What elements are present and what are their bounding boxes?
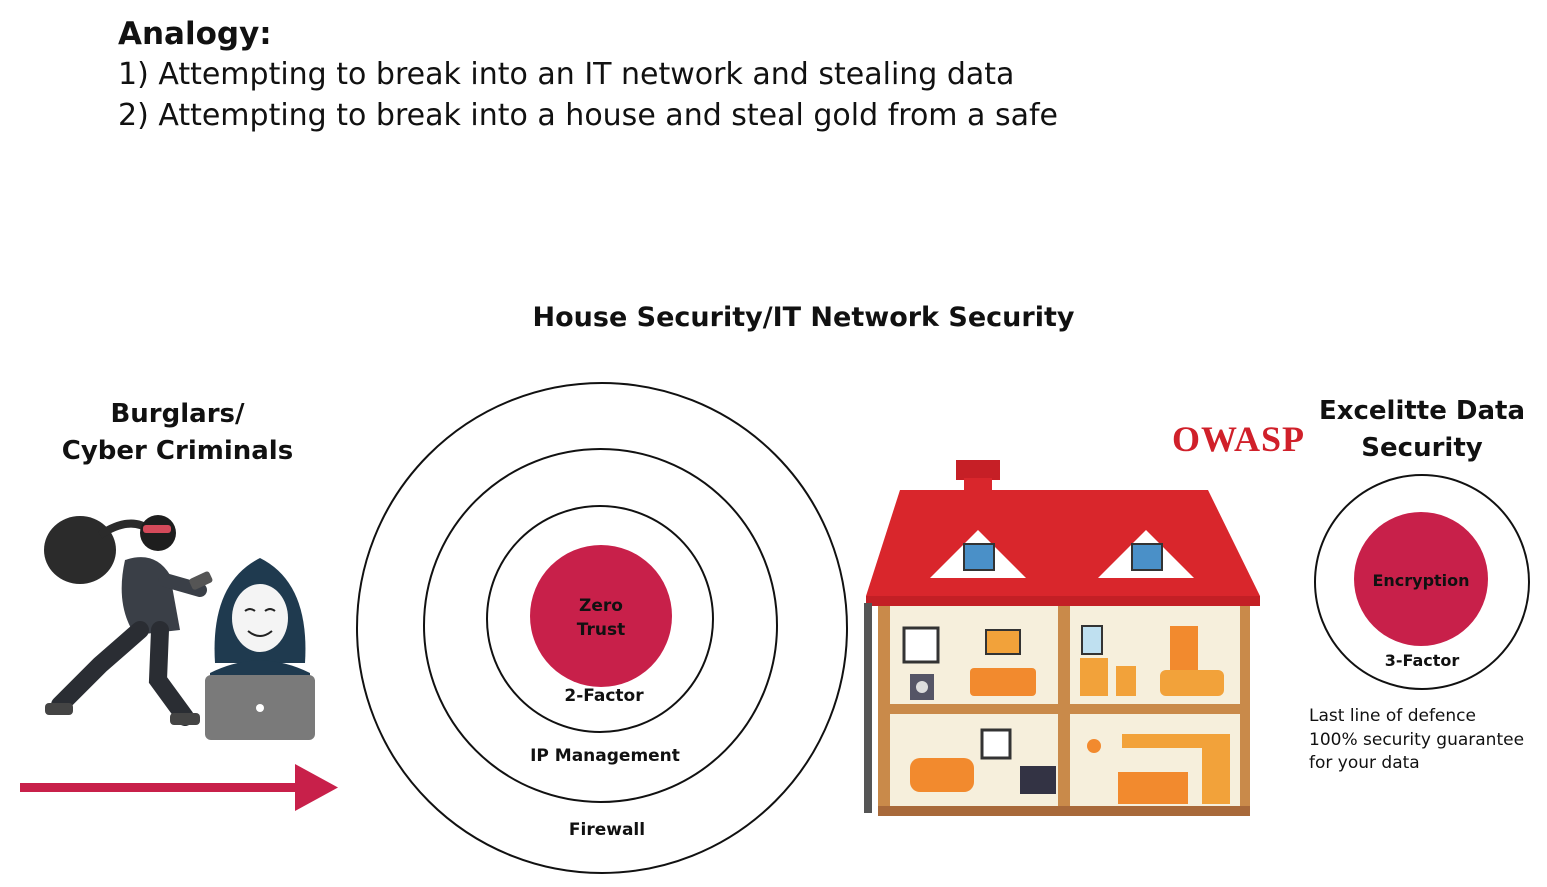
intro-line-2: 2) Attempting to break into a house and … — [118, 98, 1059, 133]
guarantee-note: Last line of defence 100% security guara… — [1309, 706, 1525, 773]
house-icon — [864, 460, 1260, 816]
arrow-right-icon — [20, 764, 338, 811]
two-factor-label: 2-Factor — [564, 686, 644, 706]
ip-management-ring — [423, 448, 778, 803]
excelitte-label: Excelitte Data Security — [1318, 396, 1526, 463]
encryption-core — [1354, 512, 1488, 646]
intro-heading: Analogy: — [118, 16, 272, 52]
encryption-label: Encryption — [1372, 571, 1470, 590]
hacker-icon — [205, 558, 315, 740]
zero-trust-core — [530, 545, 672, 687]
diagram-title: House Security/IT Network Security — [532, 302, 1075, 333]
owasp-logo-text: OWASP — [1172, 419, 1306, 459]
ip-management-label: IP Management — [530, 746, 680, 766]
two-factor-ring — [486, 505, 714, 733]
intro-line-1: 1) Attempting to break into an IT networ… — [118, 57, 1015, 92]
three-factor-ring — [1314, 474, 1530, 690]
burglar-icon — [44, 515, 213, 726]
intro-text: Analogy: 1) Attempting to break into an … — [118, 14, 1058, 136]
firewall-label: Firewall — [568, 820, 646, 840]
firewall-ring — [356, 382, 848, 874]
three-factor-label: 3-Factor — [1384, 651, 1460, 670]
zero-trust-label: Zero Trust — [576, 596, 626, 640]
attacker-label: Burglars/ Cyber Criminals — [61, 399, 294, 466]
